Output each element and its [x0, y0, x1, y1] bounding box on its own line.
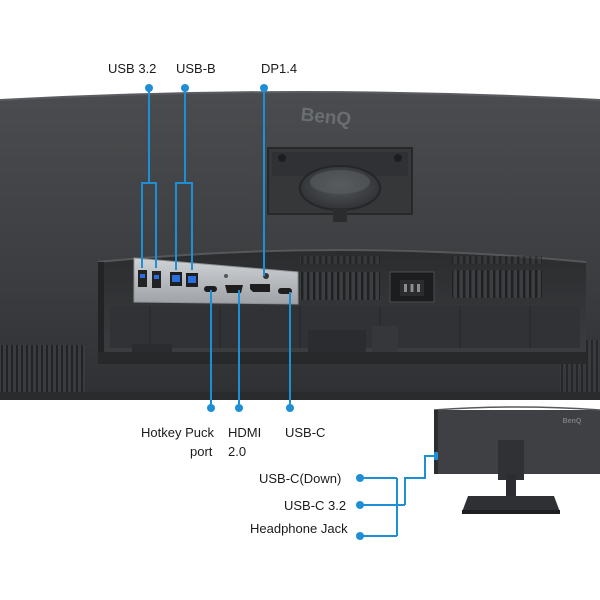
svg-text:BenQ: BenQ [563, 418, 582, 425]
usb32-label: USB 3.2 [108, 61, 157, 76]
usbc32-label: USB-C 3.2 [284, 498, 347, 513]
callout-lines [141, 88, 434, 537]
hdmi-label-line1: HDMI [228, 425, 262, 440]
callout-dots [145, 84, 364, 540]
usbc-label: USB-C [285, 425, 326, 440]
power-inlet [389, 271, 435, 303]
hotkey-puck-label-line1: Hotkey Puck [141, 425, 214, 440]
usbb-label: USB-B [176, 61, 216, 76]
dp14-label: DP1.4 [261, 61, 298, 76]
hotkey-puck-label-line2: port [190, 444, 213, 459]
usbc-down-label: USB-C(Down) [259, 471, 342, 486]
inset-benq-logo: BenQ [563, 418, 582, 425]
headphone-jack-label: Headphone Jack [250, 521, 348, 536]
vesa-mount [267, 147, 413, 222]
hdmi-label-line2: 2.0 [228, 444, 247, 459]
inset-monitor-illustration [433, 406, 600, 514]
